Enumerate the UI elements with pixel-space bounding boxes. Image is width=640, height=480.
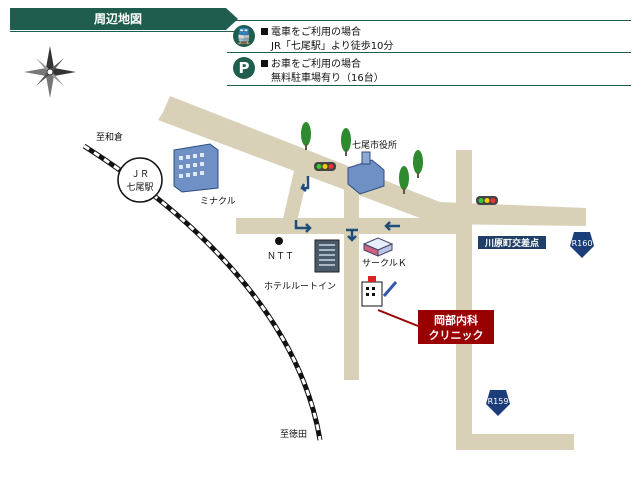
traffic-light-icon xyxy=(314,162,336,171)
hotel-building-icon xyxy=(314,239,340,273)
tree-icon xyxy=(413,150,423,178)
vertical-road-right xyxy=(456,150,472,450)
intersection-label-bg xyxy=(478,236,546,249)
bullet-square-icon xyxy=(261,60,268,67)
route-159-label: R159 xyxy=(488,397,509,406)
city-hall-label: 七尾市役所 xyxy=(352,139,397,151)
clinic-callout-box xyxy=(418,310,494,344)
route-arrow-icon xyxy=(384,221,400,231)
access-train-heading: 電車をご利用の場合 xyxy=(271,27,361,38)
route-arrow-icon xyxy=(346,228,358,242)
clinic-name-line2: クリニック xyxy=(429,329,484,342)
railway-line-dashes xyxy=(83,144,322,441)
access-car-detail: 無料駐車場有り（16台） xyxy=(271,73,384,84)
tree-icon xyxy=(301,122,311,150)
minakuru-label: ミナクル xyxy=(200,196,236,207)
circle-k-label: サークルＫ xyxy=(362,258,407,269)
route-arrows xyxy=(294,176,400,242)
train-icon: 🚆 xyxy=(233,25,255,47)
section-header: 周辺地図 xyxy=(10,8,238,30)
vertical-road-center xyxy=(344,185,359,380)
ntt-label: ＮＴＴ xyxy=(267,252,294,262)
jr-station-marker xyxy=(117,157,163,203)
route-159-shield-icon: R159 xyxy=(486,390,510,416)
main-diagonal-road xyxy=(158,96,586,226)
access-car-heading: お車をご利用の場合 xyxy=(271,59,361,70)
route-160-label: R160 xyxy=(572,239,593,248)
road-network xyxy=(158,96,586,450)
jr-station-label-line2: 七尾駅 xyxy=(126,182,153,193)
clinic-building-icon xyxy=(361,276,398,307)
tree-icon xyxy=(341,128,351,156)
route-arrow-icon xyxy=(300,176,310,192)
city-hall-building-icon xyxy=(347,151,385,195)
diagonal-side-road xyxy=(283,149,313,222)
direction-label-south: 至徳田 xyxy=(280,428,307,440)
clinic-name-line1: 岡部内科 xyxy=(434,313,478,327)
section-title: 周辺地図 xyxy=(93,12,142,26)
compass-rose-icon xyxy=(24,46,76,98)
clinic-pointer-line xyxy=(377,309,419,327)
bottom-road xyxy=(456,434,574,450)
header-rule xyxy=(10,31,236,32)
minakuru-building-icon xyxy=(173,143,219,193)
hotel-label: ホテルルートイン xyxy=(264,281,336,292)
access-car-row: P お車をご利用の場合 無料駐車場有り（16台） xyxy=(227,52,631,86)
ntt-marker xyxy=(275,237,283,245)
route-160-shield-icon: R160 xyxy=(570,232,594,258)
bullet-square-icon xyxy=(261,28,268,35)
traffic-light-icon xyxy=(476,196,498,205)
route-arrow-icon xyxy=(294,220,312,233)
tree-icon xyxy=(399,166,409,194)
parking-icon: P xyxy=(233,57,255,79)
access-train-row: 🚆 電車をご利用の場合 JR「七尾駅」より徒歩10分 xyxy=(227,20,631,53)
tree-icons xyxy=(301,122,423,194)
access-train-detail: JR「七尾駅」より徒歩10分 xyxy=(271,41,394,52)
jr-station-label-line1: ＪＲ xyxy=(131,170,149,180)
direction-label-north: 至和倉 xyxy=(96,131,123,143)
intersection-label: 川原町交差点 xyxy=(484,237,539,249)
convenience-store-icon xyxy=(362,237,394,257)
